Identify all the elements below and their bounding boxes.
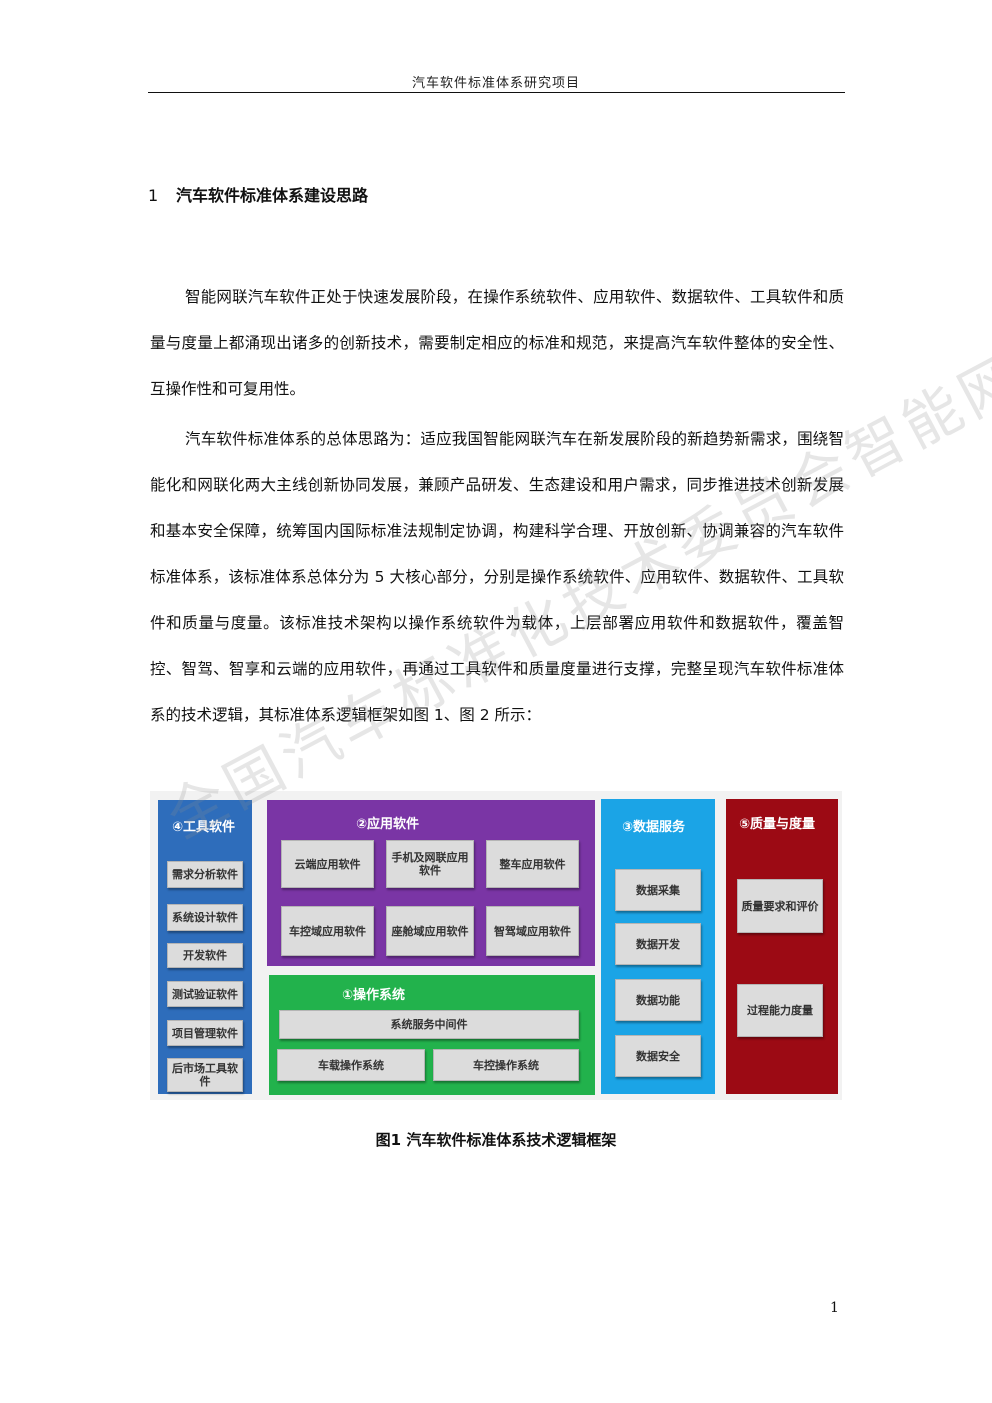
app-box-mobile-connected: 手机及网联应用软件 xyxy=(386,840,474,888)
app-column-title: ②应用软件 xyxy=(356,817,420,832)
quality-box-requirements: 质量要求和评价 xyxy=(737,879,823,933)
app-box-driving-domain: 智驾域应用软件 xyxy=(486,906,579,956)
quality-metrics-column: ⑤质量与度量 质量要求和评价 过程能力度量 xyxy=(726,799,838,1094)
data-column-title: ③数据服务 xyxy=(622,820,686,835)
section-heading: 1 汽车软件标准体系建设思路 xyxy=(148,182,368,206)
data-box-development: 数据开发 xyxy=(615,923,701,965)
app-box-cloud: 云端应用软件 xyxy=(281,840,374,888)
data-box-function: 数据功能 xyxy=(615,979,701,1021)
app-box-vehicle-control-domain: 车控域应用软件 xyxy=(281,906,374,956)
tools-software-column: ④工具软件 需求分析软件 系统设计软件 开发软件 测试验证软件 项目管理软件 后… xyxy=(158,800,252,1094)
framework-figure: ④工具软件 需求分析软件 系统设计软件 开发软件 测试验证软件 项目管理软件 后… xyxy=(150,791,842,1100)
page-number: 1 xyxy=(830,1300,839,1316)
os-box-middleware: 系统服务中间件 xyxy=(279,1010,579,1039)
quality-column-title: ⑤质量与度量 xyxy=(739,817,816,832)
data-box-security: 数据安全 xyxy=(615,1035,701,1077)
application-software-column: ②应用软件 云端应用软件 手机及网联应用软件 整车应用软件 车控域应用软件 座舱… xyxy=(267,800,595,966)
tool-box-requirements: 需求分析软件 xyxy=(167,861,243,888)
data-service-column: ③数据服务 数据采集 数据开发 数据功能 数据安全 xyxy=(601,799,715,1094)
section-title: 汽车软件标准体系建设思路 xyxy=(176,186,369,205)
app-box-vehicle: 整车应用软件 xyxy=(486,840,579,888)
tool-box-aftermarket: 后市场工具软件 xyxy=(167,1058,243,1092)
quality-box-process-capability: 过程能力度量 xyxy=(737,984,823,1037)
operating-system-column: ①操作系统 系统服务中间件 车载操作系统 车控操作系统 xyxy=(269,975,595,1095)
page-header-title: 汽车软件标准体系研究项目 xyxy=(411,76,580,91)
app-box-cockpit-domain: 座舱域应用软件 xyxy=(386,906,474,956)
tool-box-testing: 测试验证软件 xyxy=(167,981,243,1007)
figure-caption: 图1 汽车软件标准体系技术逻辑框架 xyxy=(375,1131,617,1149)
os-box-vehicle-control-os: 车控操作系统 xyxy=(433,1049,579,1081)
os-box-in-vehicle-os: 车载操作系统 xyxy=(277,1049,425,1081)
data-box-collection: 数据采集 xyxy=(615,869,701,911)
os-column-title: ①操作系统 xyxy=(342,988,406,1003)
tools-column-title: ④工具软件 xyxy=(172,820,236,835)
paragraph-1: 智能网联汽车软件正处于快速发展阶段，在操作系统软件、应用软件、数据软件、工具软件… xyxy=(150,288,844,398)
tool-box-system-design: 系统设计软件 xyxy=(167,904,243,931)
section-number: 1 xyxy=(148,186,159,205)
tool-box-development: 开发软件 xyxy=(167,943,243,968)
paragraph-2: 汽车软件标准体系的总体思路为：适应我国智能网联汽车在新发展阶段的新趋势新需求，围… xyxy=(150,430,844,724)
tool-box-project-management: 项目管理软件 xyxy=(167,1020,243,1046)
header-divider xyxy=(148,92,845,93)
